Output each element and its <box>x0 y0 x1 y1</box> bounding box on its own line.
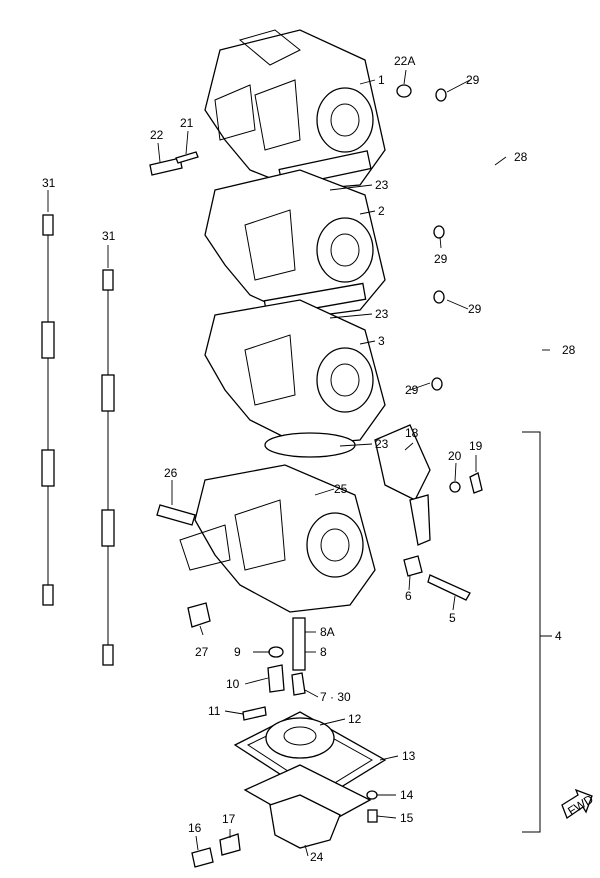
callout-24: 24 <box>310 850 324 864</box>
carburetor-3 <box>204 299 386 458</box>
callout-31-b: 31 <box>102 229 116 243</box>
assembly-bracket <box>522 431 552 833</box>
callout-21: 21 <box>180 116 194 130</box>
callout-4: 4 <box>555 629 562 643</box>
callout-15: 15 <box>400 811 414 825</box>
float-chamber-assembly <box>233 711 387 849</box>
fwd-arrow-icon: FWD <box>561 788 596 820</box>
callout-23-a: 23 <box>375 178 389 192</box>
callout-17: 17 <box>222 812 236 826</box>
callout-20: 20 <box>448 449 462 463</box>
leader-lines <box>47 69 550 857</box>
carburetor-1 <box>204 29 386 191</box>
callout-29-d: 29 <box>405 383 419 397</box>
callout-22a: 22A <box>394 54 415 68</box>
callout-25: 25 <box>334 482 348 496</box>
callout-13: 13 <box>402 749 416 763</box>
callout-9: 9 <box>234 645 241 659</box>
carburetor-2 <box>204 169 386 319</box>
callout-7-30: 7 · 30 <box>320 690 351 704</box>
callout-22: 22 <box>150 128 164 142</box>
callout-19: 19 <box>469 439 483 453</box>
callout-29-b: 29 <box>434 252 448 266</box>
callout-18: 18 <box>405 426 419 440</box>
callout-28-b: 28 <box>562 343 576 357</box>
callout-23-b: 23 <box>375 307 389 321</box>
callout-2: 2 <box>378 204 385 218</box>
callout-31-a: 31 <box>42 176 56 190</box>
carburetor-4 <box>179 464 376 613</box>
callout-labels: 1 2 3 4 5 6 7 · 30 8 8A 9 10 11 12 13 14… <box>42 54 576 864</box>
callout-28-a: 28 <box>514 150 528 164</box>
callout-16: 16 <box>188 821 202 835</box>
callout-8a: 8A <box>320 625 335 639</box>
callout-6: 6 <box>405 589 412 603</box>
callout-3: 3 <box>378 334 385 348</box>
callout-11: 11 <box>208 704 221 718</box>
link-rods <box>41 214 115 666</box>
callout-27: 27 <box>195 645 209 659</box>
callout-23-c: 23 <box>375 437 389 451</box>
callout-12: 12 <box>348 712 362 726</box>
callout-1: 1 <box>378 73 385 87</box>
small-parts <box>149 84 483 868</box>
callout-5: 5 <box>449 611 456 625</box>
callout-29-a: 29 <box>466 73 480 87</box>
callout-8: 8 <box>320 645 327 659</box>
fuel-hoses <box>431 88 549 396</box>
callout-26: 26 <box>164 466 178 480</box>
callout-10: 10 <box>226 677 240 691</box>
callout-14: 14 <box>400 788 414 802</box>
callout-29-c: 29 <box>468 302 482 316</box>
